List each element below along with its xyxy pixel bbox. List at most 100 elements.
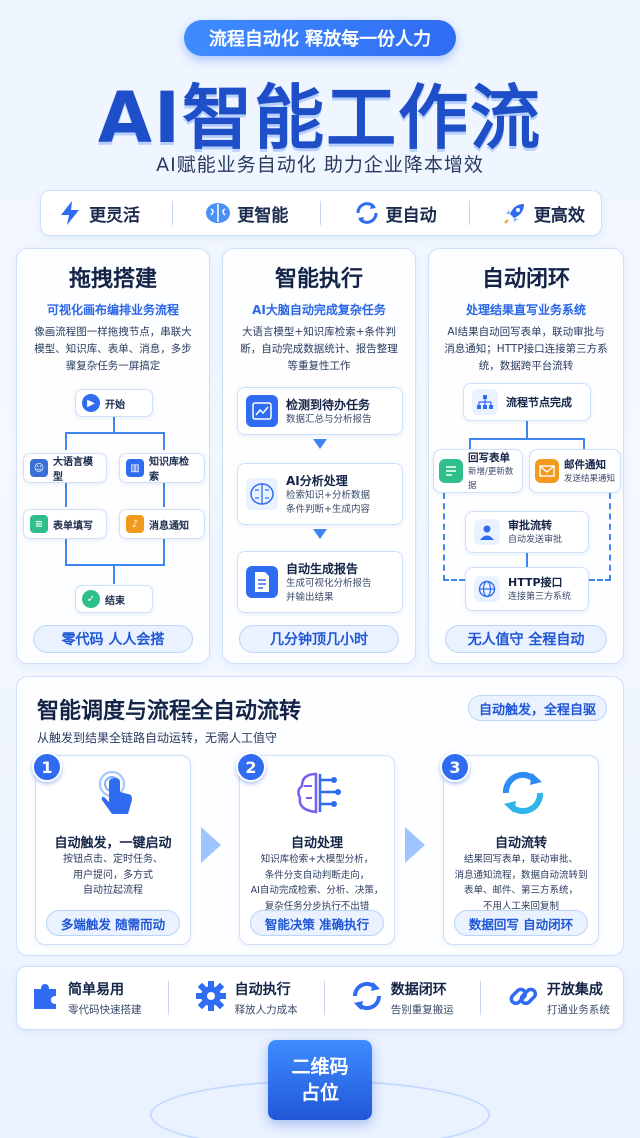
benefit-open: 开放集成打通业务系统 xyxy=(507,979,610,1017)
benefit-title: 开放集成 xyxy=(546,982,603,998)
node-write-form[interactable]: 回写表单新增/更新数据 xyxy=(433,449,523,493)
benefit-text: 打通业务系统 xyxy=(546,1004,610,1016)
column-title: 智能执行 xyxy=(274,267,363,292)
dashed-line xyxy=(609,493,611,581)
node-label: 结束 xyxy=(105,595,125,607)
form-icon: ≡ xyxy=(30,515,48,533)
arrow-down-icon xyxy=(313,439,327,449)
column-footer: 无人值守 全程自动 xyxy=(445,625,607,653)
node-http[interactable]: HTTP接口连接第三方系统 xyxy=(465,567,589,611)
user-icon xyxy=(474,519,500,545)
card-title: 检测到待办任务 xyxy=(286,397,371,412)
divider xyxy=(167,981,169,1015)
flow-line xyxy=(65,564,165,566)
node-kb[interactable]: ▥ 知识库检索 xyxy=(119,453,205,483)
card-text: 数据汇总与分析报告 xyxy=(286,413,372,425)
card-detect-task[interactable]: 检测到待办任务数据汇总与分析报告 xyxy=(237,387,403,435)
column-desc: 像画流程图一样拖拽节点，串联大模型、知识库、表单、消息，多步骤复杂任务一屏搞定 xyxy=(34,326,192,372)
flow-line xyxy=(526,553,528,567)
step-number: 2 xyxy=(236,752,266,782)
flow-line xyxy=(113,415,115,433)
node-form[interactable]: ≡ 表单填写 xyxy=(23,509,107,539)
step-desc: 按钮点击、定时任务、 用户提问，多方式 自动拉起流程 xyxy=(63,854,163,896)
node-flow-complete[interactable]: 流程节点完成 xyxy=(463,383,591,421)
page-subtitle: AI赋能业务自动化 助力企业降本增效 xyxy=(156,154,484,176)
gear-icon xyxy=(195,980,227,1016)
flow-line xyxy=(583,438,585,450)
slogan-pill: 流程自动化 释放每一份人力 xyxy=(184,20,456,56)
step-desc: 知识库检索+大模型分析， 条件分支自动判断走向， AI自动完成检索、分析、决策，… xyxy=(250,854,384,912)
flow-line xyxy=(469,438,583,440)
step-title: 自动流转 xyxy=(494,836,547,851)
flow-line xyxy=(65,432,163,434)
page-title: AI智能工作流 xyxy=(97,77,543,159)
benefit-auto-exec: 自动执行释放人力成本 xyxy=(195,979,298,1017)
benefit-text: 释放人力成本 xyxy=(234,1004,298,1016)
card-text: 检索知识+分析数据 条件判断+生成内容 xyxy=(286,489,370,515)
divider xyxy=(320,201,322,225)
node-label: 邮件通知 xyxy=(564,458,606,471)
chart-icon xyxy=(246,395,278,427)
node-llm[interactable]: ☺ 大语言模型 xyxy=(23,453,107,483)
column-subtitle: AI大脑自动完成复杂任务 xyxy=(252,303,386,317)
node-label: 回写表单 xyxy=(468,451,510,464)
document-icon xyxy=(246,566,278,598)
flow-line xyxy=(65,539,67,565)
node-email-notify[interactable]: 邮件通知发送结果通知 xyxy=(529,449,621,493)
flow-line xyxy=(469,438,471,450)
lightning-icon xyxy=(57,200,83,226)
qr-placeholder[interactable]: 二维码 占位 xyxy=(268,1040,372,1120)
benefit-text: 告别重复搬运 xyxy=(390,1004,454,1016)
dashed-line xyxy=(443,493,445,581)
scheduling-section: 智能调度与流程全自动流转 自动触发，全程自驱 从触发到结果全链路自动运转，无需人… xyxy=(16,676,624,956)
step-flow[interactable]: 3 自动流转 结果回写表单，联动审批、 消息通知流程，数据自动流转到 表单、邮件… xyxy=(440,752,599,945)
node-approval[interactable]: 审批流转自动发送审批 xyxy=(465,511,589,553)
form-icon xyxy=(439,459,463,483)
sync-icon xyxy=(351,980,383,1016)
step-trigger[interactable]: 1 自动触发，一键启动 按钮点击、定时任务、 用户提问，多方式 自动拉起流程 多… xyxy=(32,752,191,945)
feature-label: 更灵活 xyxy=(89,205,141,226)
card-ai-analysis[interactable]: AI分析处理检索知识+分析数据 条件判断+生成内容 xyxy=(237,463,403,525)
node-label: 大语言模型 xyxy=(53,457,93,483)
feature-efficient: 更高效 xyxy=(502,200,585,226)
chevron-right-icon xyxy=(201,827,221,863)
play-icon: ▶ xyxy=(82,394,100,412)
benefit-title: 自动执行 xyxy=(234,982,291,998)
hierarchy-icon xyxy=(472,389,498,415)
mail-icon xyxy=(535,459,559,483)
link-icon xyxy=(507,980,539,1016)
node-start[interactable]: ▶ 开始 xyxy=(75,389,153,417)
node-label: 消息通知 xyxy=(149,520,189,532)
flow-line xyxy=(163,539,165,565)
book-icon: ▥ xyxy=(126,459,144,477)
divider xyxy=(172,201,174,225)
column-footer: 几分钟顶几小时 xyxy=(239,625,399,653)
node-notify[interactable]: ♪ 消息通知 xyxy=(119,509,205,539)
step-footer: 多端触发 随需而动 xyxy=(46,910,180,936)
step-footer: 数据回写 自动闭环 xyxy=(454,910,588,936)
node-label: 审批流转 xyxy=(508,519,552,532)
click-hand-icon xyxy=(94,770,138,824)
card-title: AI分析处理 xyxy=(286,473,348,488)
node-text: 连接第三方系统 xyxy=(508,592,572,602)
node-end[interactable]: ✓ 结束 xyxy=(75,585,153,613)
card-auto-report[interactable]: 自动生成报告生成可视化分析报告 并输出结果 xyxy=(237,551,403,613)
divider xyxy=(468,201,470,225)
feature-bar: 更灵活 更智能 更自动 更高效 xyxy=(40,190,602,236)
dashed-line xyxy=(589,579,611,581)
feature-label: 更高效 xyxy=(533,205,585,226)
node-label: 开始 xyxy=(105,399,125,411)
node-text: 发送结果通知 xyxy=(564,473,616,484)
benefit-easy: 简单易用零代码快速搭建 xyxy=(30,979,142,1017)
column-smart-exec: 智能执行 AI大脑自动完成复杂任务 大语言模型+知识库检索+条件判断，自动完成数… xyxy=(222,248,416,664)
flow-line xyxy=(113,564,115,584)
arrow-down-icon xyxy=(313,529,327,539)
node-text: 新增/更新数据 xyxy=(468,466,514,491)
feature-flexible: 更灵活 xyxy=(57,200,140,226)
rocket-icon xyxy=(502,200,528,226)
section-title: 智能调度与流程全自动流转 xyxy=(37,699,302,724)
step-process[interactable]: 2 自动处理 知识库检索+大模型分析， 条件分支自动判断走向， AI自动完成检索… xyxy=(236,752,395,945)
benefit-text: 零代码快速搭建 xyxy=(68,1004,142,1016)
step-number: 1 xyxy=(32,752,62,782)
brain-icon xyxy=(205,200,231,226)
